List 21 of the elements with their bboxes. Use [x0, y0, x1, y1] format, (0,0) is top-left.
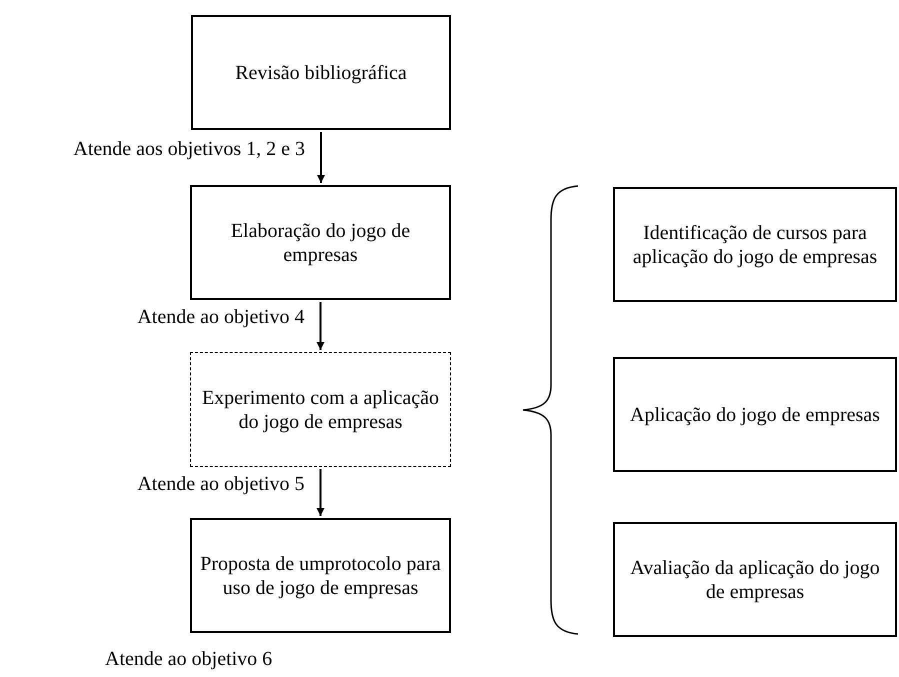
process-box: [190, 352, 451, 467]
edge-label: Atende ao objetivo 4: [137, 306, 304, 329]
step-text: Avaliação da aplicação do jogo de empresas: [629, 556, 881, 604]
arrow: [316, 302, 324, 350]
arrow: [316, 469, 324, 516]
step-text: Experimento com a aplicação do jogo de empresas: [200, 386, 440, 434]
step-text: Elaboração do jogo de empresas: [230, 218, 412, 266]
process-box: [191, 15, 451, 130]
process-box: [190, 185, 451, 300]
note-text: Atende ao objetivo 6: [105, 648, 272, 671]
edge-label: Atende aos objetivos 1, 2 e 3: [73, 138, 305, 160]
process-box: [613, 187, 897, 302]
step-text: Revisão bibliográfica: [235, 60, 407, 84]
step-text: Proposta de umprotocolo para uso de jogo de empresas: [200, 552, 441, 600]
process-box: [613, 357, 897, 472]
process-box: [613, 522, 897, 637]
step-text: Identificação de cursos para aplicação do jogo de empresas: [632, 220, 878, 268]
arrow: [317, 132, 325, 183]
edge-label: Atende ao objetivo 5: [137, 472, 304, 496]
process-box: [190, 518, 451, 633]
step-text: Aplicação do jogo de empresas: [630, 402, 880, 426]
